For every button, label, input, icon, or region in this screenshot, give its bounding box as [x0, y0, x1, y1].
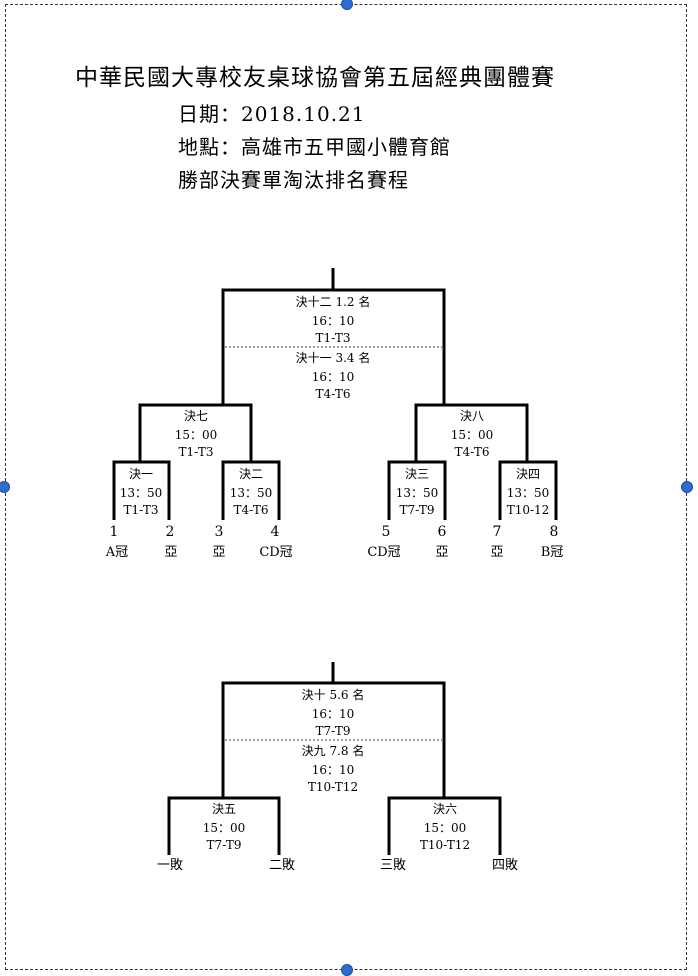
match-semi-left-name: 決七: [184, 409, 208, 423]
slot-team: B冠: [541, 545, 564, 560]
match-q3-name: 決三: [405, 467, 429, 481]
slot-team: 亞: [435, 545, 448, 560]
match-7-8-tables: T10-T12: [308, 780, 358, 794]
match-5-6-tables: T7-T9: [316, 724, 351, 738]
schedule-line: 勝部決賽單淘汰排名賽程: [178, 168, 409, 192]
slot-number: 4: [271, 524, 280, 540]
match-q3-time: 13：50: [396, 486, 439, 500]
slot-number: 3: [215, 524, 224, 540]
slot-team: 亞: [164, 545, 177, 560]
slot-team: 亞: [212, 545, 225, 560]
match-semi-right-tables: T4-T6: [455, 445, 490, 459]
slot-team: 亞: [490, 545, 503, 560]
bracket-bottom-lines: [167, 662, 502, 855]
date-line: 日期：2018.10.21: [178, 102, 366, 126]
match-third-name: 決十一 3.4 名: [296, 350, 371, 365]
entrant-label: 二敗: [269, 858, 295, 873]
venue-line: 地點：高雄市五甲國小體育館: [178, 135, 451, 159]
match-six-tables: T10-T12: [420, 838, 470, 852]
slot-team: CD冠: [259, 545, 292, 560]
entrant-label: 三敗: [380, 858, 406, 873]
top-resize-handle[interactable]: [341, 0, 353, 10]
match-five-time: 15：00: [203, 821, 246, 835]
match-semi-right-time: 15：00: [451, 428, 494, 442]
entrant-label: 一敗: [157, 858, 183, 873]
match-q2-tables: T4-T6: [234, 503, 269, 517]
match-q2-name: 決二: [239, 467, 263, 481]
match-third-time: 16：10: [312, 370, 355, 384]
left-resize-handle[interactable]: [0, 481, 10, 493]
match-final-time: 16：10: [312, 314, 355, 328]
match-five-name: 決五: [212, 802, 236, 816]
document-title: 中華民國大專校友桌球協會第五屆經典團體賽: [75, 65, 555, 91]
match-final-name: 決十二 1.2 名: [296, 294, 371, 309]
match-q1-time: 13：50: [120, 486, 163, 500]
slot-team: A冠: [105, 545, 128, 560]
match-five-tables: T7-T9: [207, 838, 242, 852]
slot-number: 5: [382, 524, 391, 540]
slot-number: 7: [493, 524, 502, 540]
match-six-time: 15：00: [424, 821, 467, 835]
match-semi-left-time: 15：00: [175, 428, 218, 442]
match-q2-time: 13：50: [230, 486, 273, 500]
match-final-tables: T1-T3: [316, 331, 351, 345]
slot-number: 2: [166, 524, 175, 540]
bracket-top-lines: [112, 268, 558, 520]
match-semi-right-name: 決八: [460, 409, 484, 423]
match-q4-tables: T10-12: [507, 503, 550, 517]
match-semi-left-tables: T1-T3: [179, 445, 214, 459]
match-third-tables: T4-T6: [316, 387, 351, 401]
match-q1-name: 決一: [129, 467, 153, 481]
match-q4-name: 決四: [516, 467, 540, 481]
match-7-8-time: 16：10: [312, 763, 355, 777]
match-q4-time: 13：50: [507, 486, 550, 500]
match-q1-tables: T1-T3: [124, 503, 159, 517]
match-7-8-name: 決九 7.8 名: [302, 743, 365, 758]
match-q3-tables: T7-T9: [400, 503, 435, 517]
slot-number: 6: [438, 524, 447, 540]
match-5-6-name: 決十 5.6 名: [302, 687, 365, 702]
slot-team: CD冠: [367, 545, 400, 560]
entrant-label: 四敗: [492, 858, 518, 873]
right-resize-handle[interactable]: [681, 481, 693, 493]
slot-number: 8: [550, 524, 559, 540]
match-six-name: 決六: [433, 802, 457, 816]
slot-number: 1: [110, 524, 119, 540]
match-5-6-time: 16：10: [312, 707, 355, 721]
